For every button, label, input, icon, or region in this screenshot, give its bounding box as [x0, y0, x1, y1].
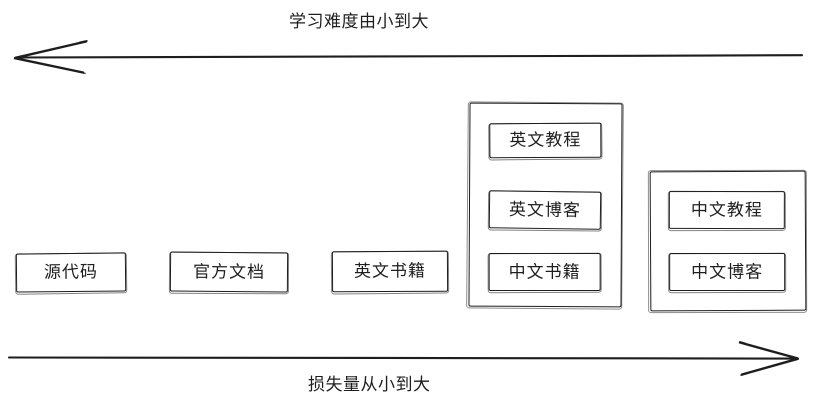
node-english-blog[interactable]: 英文博客	[488, 190, 602, 230]
group-chinese-resources: 中文教程 中文博客	[649, 170, 807, 312]
node-label: 英文博客	[508, 199, 582, 220]
node-chinese-tutorial[interactable]: 中文教程	[668, 190, 785, 230]
node-chinese-blog[interactable]: 中文博客	[669, 253, 786, 292]
node-label: 中文博客	[691, 262, 764, 282]
node-chinese-books[interactable]: 中文书籍	[488, 252, 601, 291]
node-label: 中文教程	[690, 199, 763, 220]
left-arrow-icon	[13, 40, 804, 75]
node-source-code[interactable]: 源代码	[15, 252, 127, 293]
group-english-resources: 英文教程 英文博客 中文书籍	[468, 102, 623, 308]
node-label: 官方文档	[192, 261, 266, 282]
top-axis-label: 学习难度由小到大	[289, 12, 429, 31]
node-english-books[interactable]: 英文书籍	[331, 250, 449, 293]
node-label: 源代码	[43, 262, 99, 282]
bottom-axis-label: 损失量从小到大	[308, 375, 431, 394]
node-label: 英文教程	[509, 130, 582, 150]
node-label: 英文书籍	[353, 261, 427, 281]
node-english-tutorial[interactable]: 英文教程	[489, 122, 602, 159]
node-official-docs[interactable]: 官方文档	[169, 251, 289, 293]
right-arrow-icon	[7, 341, 799, 376]
node-label: 中文书籍	[508, 261, 581, 281]
